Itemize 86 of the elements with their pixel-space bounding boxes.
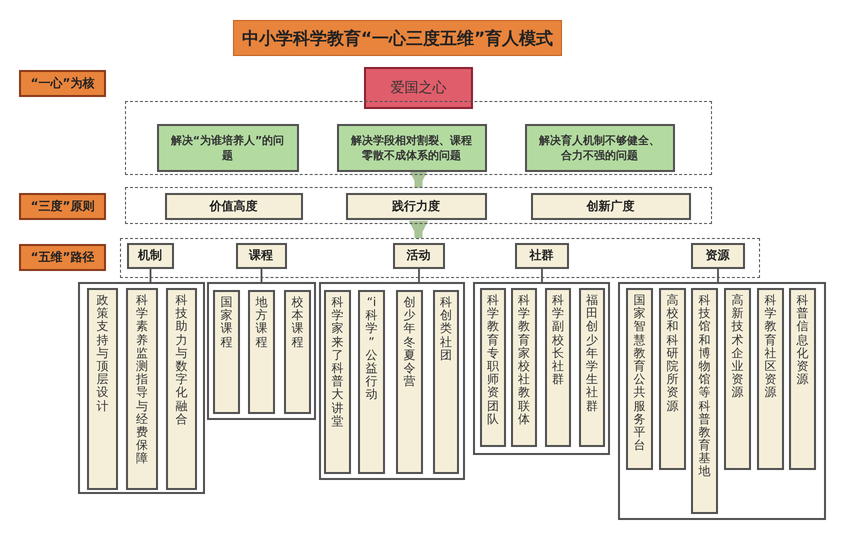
title-banner: 中小学科学教育“一心三度五维”育人模式 <box>233 20 562 56</box>
dashed-group-frame <box>125 187 712 224</box>
item-box <box>324 290 351 474</box>
item-box <box>248 290 275 414</box>
box-label: 科技助力与数字化融合 <box>176 294 188 426</box>
problem-box <box>524 124 674 172</box>
group-frame <box>319 282 465 480</box>
dashed-group-frame <box>125 101 712 175</box>
item-box <box>757 288 784 470</box>
box-label: 国家智慧教育公共服务平台 <box>634 294 646 452</box>
item-box <box>626 288 653 470</box>
connector-line <box>150 269 152 282</box>
box-label: 科学教育社区资源 <box>764 294 776 400</box>
principle-box <box>126 242 174 268</box>
item-box <box>166 288 197 490</box>
item-box <box>579 288 605 447</box>
box-label: 科学素养监测指导与经费保障 <box>136 294 148 466</box>
box-label: 科学教育家校社教联体 <box>518 294 530 426</box>
box-label: “三度”原则 <box>30 198 94 215</box>
box-label: 校本课程 <box>292 296 304 349</box>
box-label: 高新技术企业资源 <box>732 294 744 400</box>
block-arrow <box>408 170 428 189</box>
box-label: 活动 <box>406 247 430 264</box>
principle-box <box>236 242 286 268</box>
item-box <box>724 288 751 470</box>
problem-box <box>336 124 486 172</box>
item-box <box>358 290 385 474</box>
item-box <box>659 288 686 470</box>
box-label: “一心”为核 <box>30 75 94 92</box>
box-label: 解决“为谁培养人”的问题 <box>170 132 286 162</box>
box-label: 国家课程 <box>220 296 232 349</box>
box-label: “五维”路径 <box>30 249 94 266</box>
box-label: 科学家来了科普大讲堂 <box>332 296 344 428</box>
box-label: 机制 <box>138 247 162 264</box>
box-label: 解决学段相对割裂、课程零散不成体系的问题 <box>350 132 473 162</box>
principle-box <box>164 192 302 220</box>
group-frame <box>473 282 610 455</box>
item-box <box>691 288 718 514</box>
item-box <box>789 288 816 470</box>
dashed-group-frame <box>120 238 760 278</box>
box-label: 课程 <box>249 247 273 264</box>
box-label: 社群 <box>530 247 554 264</box>
principle-box <box>514 242 568 268</box>
connector-line <box>260 269 262 282</box>
principle-box <box>690 242 744 268</box>
box-label: 科学副校长社群 <box>552 294 564 386</box>
connector-line <box>541 269 543 282</box>
box-label: 践行力度 <box>392 198 440 214</box>
box-label: 科学教育专职师资团队 <box>487 294 499 426</box>
connector-line <box>418 269 420 282</box>
item-box <box>126 288 158 490</box>
box-label: 科技馆和博物馆等科普教育基地 <box>698 294 710 479</box>
core-box <box>364 67 473 109</box>
principle-box <box>530 192 690 220</box>
box-label: 创新广度 <box>586 198 634 214</box>
box-label: 创少年冬夏令营 <box>404 296 416 388</box>
section-tag <box>19 70 106 97</box>
box-label: 解决育人机制不够健全、合力不强的问题 <box>538 132 661 162</box>
connector-line <box>717 269 719 282</box>
problem-box <box>156 124 298 172</box>
item-box <box>545 288 571 447</box>
item-box <box>213 290 240 414</box>
section-tag <box>19 193 106 220</box>
item-box <box>511 288 537 447</box>
box-label: 福田创少年学生社群 <box>586 294 598 413</box>
box-label: 爱国之心 <box>390 79 446 97</box>
item-box <box>396 290 423 474</box>
block-arrow <box>408 220 428 240</box>
principle-box <box>392 242 444 268</box>
group-frame <box>78 282 205 494</box>
section-tag <box>19 244 106 271</box>
group-frame <box>207 282 316 420</box>
group-frame <box>618 282 826 520</box>
principle-box <box>346 192 486 220</box>
box-label: 政策支持与顶层设计 <box>96 294 108 413</box>
item-box <box>87 288 118 490</box>
item-box <box>284 290 311 414</box>
box-label: 高校和科研院所资源 <box>666 294 678 413</box>
item-box <box>480 288 506 447</box>
box-label: “i科学”公益行动 <box>366 296 378 402</box>
box-label: 价值高度 <box>210 198 258 214</box>
box-label: 科普信息化资源 <box>796 294 808 386</box>
box-label: 地方课程 <box>256 296 268 349</box>
box-label: 科创类社团 <box>440 296 452 362</box>
item-box <box>433 290 459 474</box>
box-label: 资源 <box>706 247 730 264</box>
